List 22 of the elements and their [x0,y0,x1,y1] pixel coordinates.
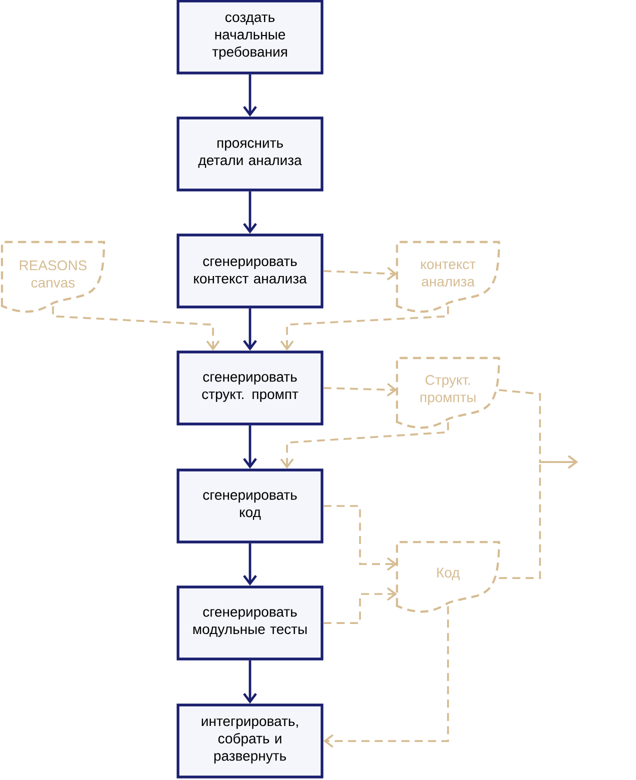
arrow [323,505,398,571]
arrow [323,266,398,280]
process-box: сгенерировать контекст анализа [176,234,324,308]
process-box: прояснить детали анализа [176,116,324,192]
process-box: создать начальные требования [176,0,324,74]
arrow [280,422,449,469]
arrow [280,306,449,351]
arrow [323,587,398,624]
process-box: интегрировать, собрать и развернуть [176,704,324,778]
arrow [243,543,257,586]
arrow [243,425,257,469]
arrow [323,383,398,396]
process-box: сгенерировать модульные тесты [176,586,324,660]
arrow [243,74,257,117]
arrow [243,308,257,351]
process-box: сгенерировать структ. промпт [176,350,324,426]
arrow [243,191,257,234]
arrow [52,306,220,351]
arrow [498,455,578,579]
arrow [243,660,257,704]
arrow [323,606,449,748]
process-box: сгенерировать код [176,468,324,544]
